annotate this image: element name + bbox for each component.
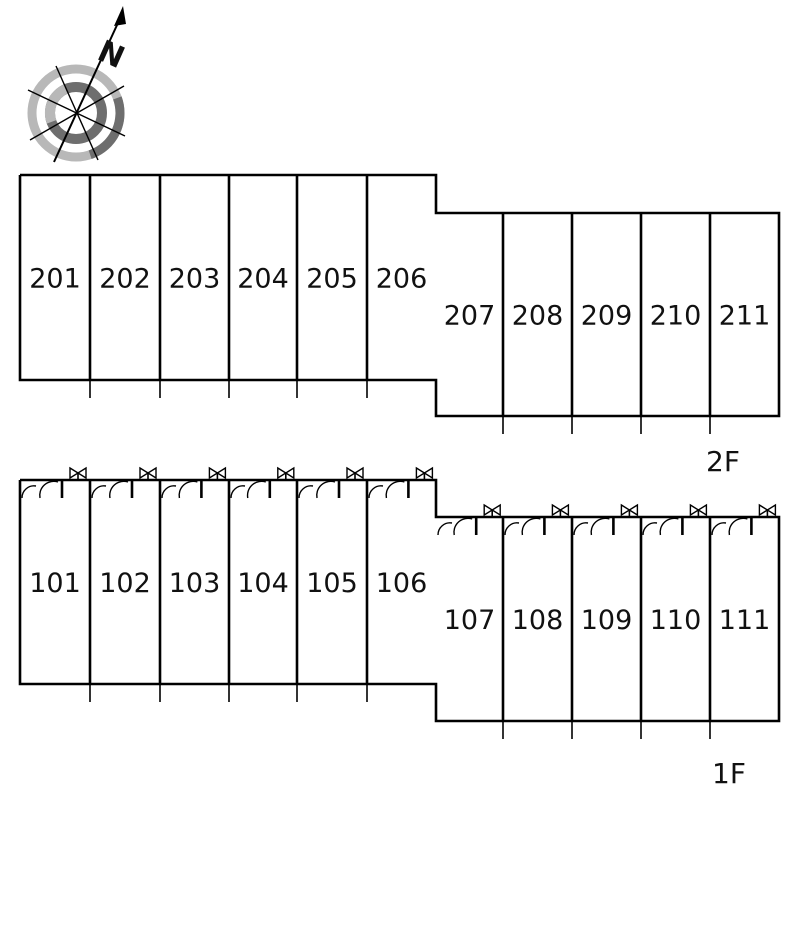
north-letter: N: [92, 34, 129, 76]
unit-label: 201: [29, 264, 81, 295]
meter-icon: [415, 466, 434, 480]
meter-icon: [346, 466, 364, 480]
unit-label: 211: [719, 301, 771, 332]
unit-label: 206: [376, 264, 428, 295]
meter-icon: [551, 503, 570, 517]
unit-label: 104: [237, 568, 289, 599]
unit-label: 110: [650, 605, 702, 636]
meter-icon: [620, 503, 639, 517]
unit-label: 107: [444, 605, 496, 636]
unit-label: 109: [581, 605, 633, 636]
meter-icon: [69, 466, 87, 480]
unit-label: 102: [99, 568, 151, 599]
unit-label: 210: [650, 301, 702, 332]
floor-2f: 201 202 203 204 205 206 207 208 209 210 211: [18, 173, 781, 434]
unit-label: 111: [719, 605, 771, 636]
meter-icon: [277, 466, 295, 480]
unit-label: 207: [444, 301, 496, 332]
unit-label: 205: [306, 264, 358, 295]
meter-icon: [758, 503, 777, 517]
unit-label: 204: [237, 264, 289, 295]
unit-label: 105: [306, 568, 358, 599]
floor-label-1f: 1F: [712, 757, 746, 790]
compass-icon: N: [27, 6, 130, 163]
unit-label: 203: [169, 264, 221, 295]
meter-icon: [689, 503, 708, 517]
unit-label: 101: [29, 568, 81, 599]
meter-icon: [483, 503, 501, 517]
unit-label: 208: [512, 301, 564, 332]
meter-icon: [208, 466, 227, 480]
unit-label: 103: [169, 568, 221, 599]
unit-label: 202: [99, 264, 151, 295]
unit-label: 106: [376, 568, 428, 599]
floor-label-2f: 2F: [706, 445, 740, 478]
floor-1f: 101 102 103 104 105 106 107 108 109 110 111: [18, 466, 781, 739]
meter-icon: [139, 466, 157, 480]
unit-label: 108: [512, 605, 564, 636]
unit-label: 209: [581, 301, 633, 332]
